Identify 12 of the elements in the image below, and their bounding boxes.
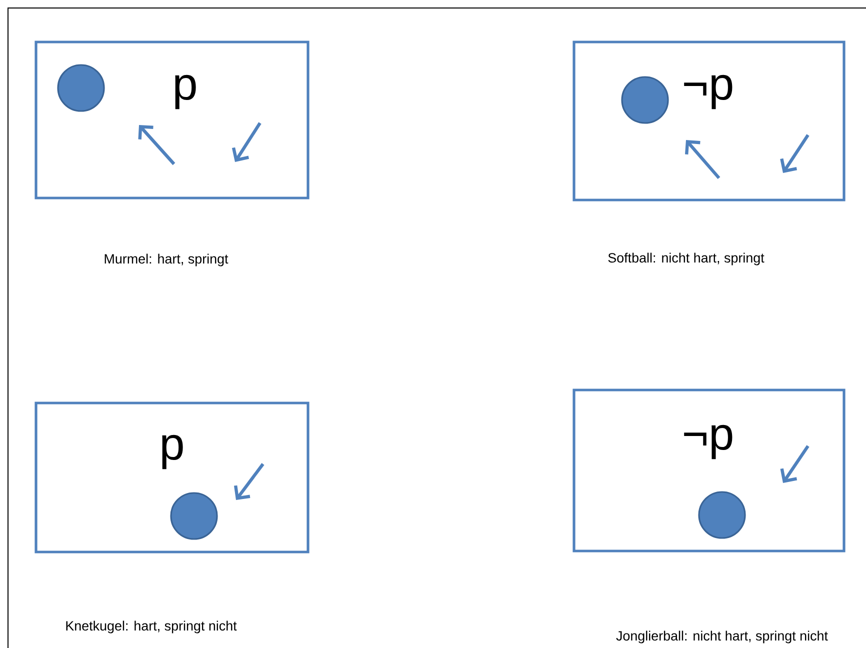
state-box: p bbox=[34, 40, 310, 200]
state-box: ¬p bbox=[572, 388, 846, 552]
caption: Softball: nicht hart, springt bbox=[608, 252, 764, 266]
ball-circle bbox=[57, 64, 105, 112]
ball-circle bbox=[621, 76, 669, 124]
state-box: p bbox=[34, 402, 310, 554]
caption: Murmel: hart, springt bbox=[104, 254, 228, 266]
state-box: ¬p bbox=[572, 40, 846, 202]
caption: Knetkugel: hart, springt nicht bbox=[66, 620, 237, 634]
ball-circle bbox=[170, 492, 218, 540]
ball-circle bbox=[698, 491, 746, 539]
caption: Jonglierball: nicht hart, springt nicht bbox=[616, 630, 828, 644]
